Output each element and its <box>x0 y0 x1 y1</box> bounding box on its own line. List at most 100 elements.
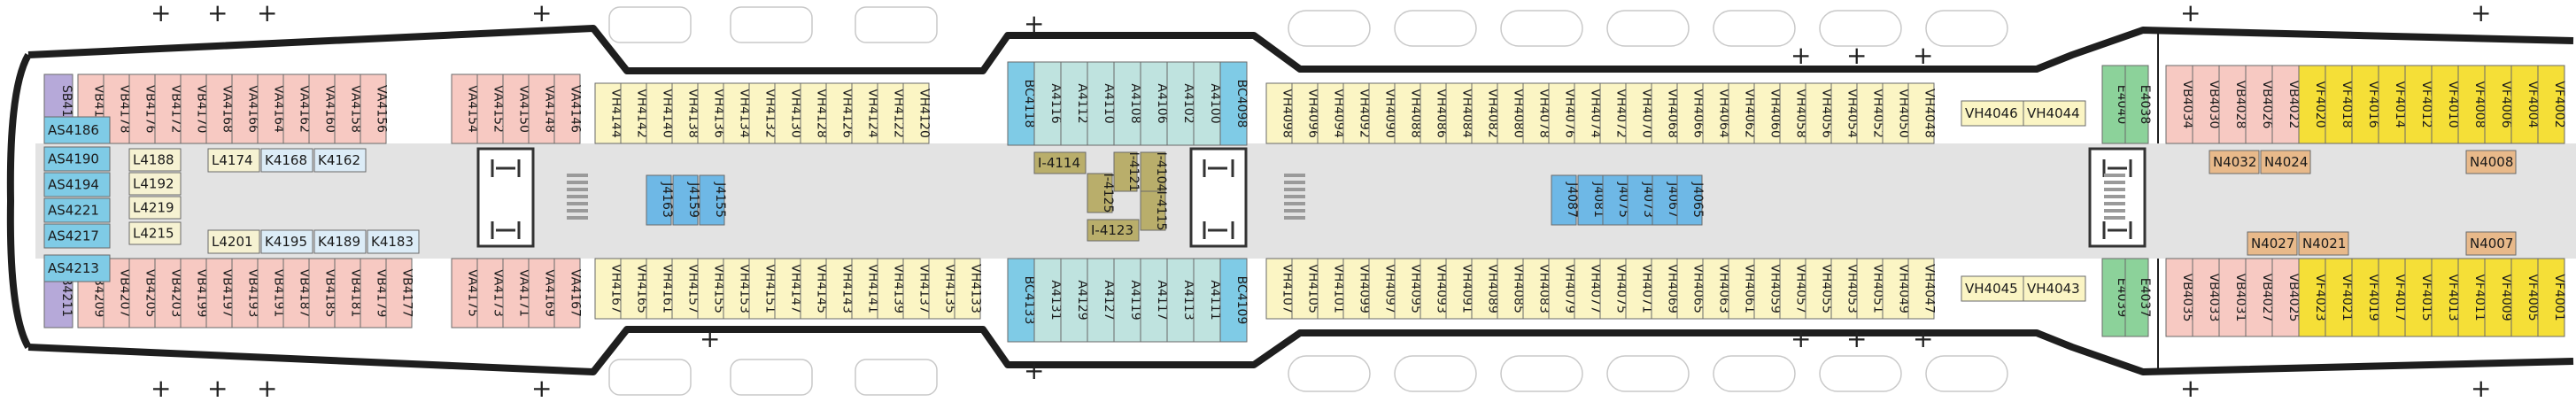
cabin-j4155[interactable]: J4155 <box>699 174 727 226</box>
cabin-box[interactable] <box>205 73 233 144</box>
cabin-as4217[interactable]: AS4217 <box>43 223 111 249</box>
cabin-vb4025[interactable]: VB4025 <box>2271 258 2301 337</box>
cabin-box[interactable] <box>231 258 259 329</box>
cabin-vf4006[interactable]: VF4006 <box>2484 65 2513 144</box>
cabin-vh4051[interactable]: VH4051 <box>1856 258 1885 320</box>
cabin-as4190[interactable]: AS4190 <box>43 146 111 172</box>
cabin-box[interactable] <box>43 197 111 223</box>
cabin-j4159[interactable]: J4159 <box>672 174 700 226</box>
cabin-va4160[interactable]: VA4160 <box>308 73 337 144</box>
cabin-box[interactable] <box>2484 258 2512 337</box>
cabin-box[interactable] <box>2465 231 2517 256</box>
cabin-vh4099[interactable]: VH4099 <box>1342 258 1372 320</box>
cabin-box[interactable] <box>1087 173 1113 213</box>
cabin-vf4012[interactable]: VF4012 <box>2404 65 2433 144</box>
cabin-vf4010[interactable]: VF4010 <box>2431 65 2460 144</box>
cabin-vh4122[interactable]: VH4122 <box>877 82 906 144</box>
cabin-box[interactable] <box>1753 82 1781 144</box>
cabin-box[interactable] <box>1394 82 1421 144</box>
cabin-vh4048[interactable]: VH4048 <box>1907 82 1937 144</box>
cabin-vh4064[interactable]: VH4064 <box>1702 82 1731 144</box>
cabin-a4108[interactable]: A4108 <box>1113 61 1142 146</box>
cabin-vf4018[interactable]: VF4018 <box>2325 65 2354 144</box>
cabin-vh4078[interactable]: VH4078 <box>1522 82 1551 144</box>
cabin-vh4132[interactable]: VH4132 <box>748 82 777 144</box>
cabin-vh4137[interactable]: VH4137 <box>902 258 932 320</box>
cabin-box[interactable] <box>553 258 581 329</box>
cabin-vf4015[interactable]: VF4015 <box>2404 258 2433 337</box>
cabin-box[interactable] <box>699 174 725 226</box>
cabin-vf4004[interactable]: VF4004 <box>2510 65 2540 144</box>
cabin-vh4075[interactable]: VH4075 <box>1599 258 1628 320</box>
cabin-vh4155[interactable]: VH4155 <box>697 258 726 320</box>
cabin-box[interactable] <box>697 82 724 144</box>
cabin-box[interactable] <box>1728 82 1755 144</box>
cabin-vh4097[interactable]: VH4097 <box>1368 258 1397 320</box>
cabin-box[interactable] <box>594 82 622 144</box>
cabin-box[interactable] <box>825 258 853 320</box>
cabin-n4007[interactable]: N4007 <box>2465 231 2517 256</box>
cabin-box[interactable] <box>1420 258 1447 320</box>
cabin-vh4047[interactable]: VH4047 <box>1907 258 1937 320</box>
cabin-l4201[interactable]: L4201 <box>207 229 260 254</box>
cabin-box[interactable] <box>257 73 284 144</box>
cabin-box[interactable] <box>207 148 260 173</box>
cabin-box[interactable] <box>1140 151 1166 192</box>
cabin-box[interactable] <box>1087 219 1140 242</box>
cabin-box[interactable] <box>313 229 367 254</box>
cabin-a4116[interactable]: A4116 <box>1033 61 1063 146</box>
cabin-box[interactable] <box>1113 151 1138 192</box>
cabin-vh4088[interactable]: VH4088 <box>1394 82 1423 144</box>
cabin-box[interactable] <box>2218 258 2247 337</box>
cabin-l4215[interactable]: L4215 <box>128 221 182 245</box>
cabin-i-4123[interactable]: I-4123 <box>1087 219 1140 242</box>
cabin-box[interactable] <box>1805 258 1832 320</box>
cabin-box[interactable] <box>1087 61 1115 146</box>
cabin-box[interactable] <box>207 229 260 254</box>
cabin-j4163[interactable]: J4163 <box>646 174 674 226</box>
cabin-box[interactable] <box>180 73 207 144</box>
cabin-box[interactable] <box>2192 65 2220 144</box>
cabin-vh4070[interactable]: VH4070 <box>1625 82 1654 144</box>
cabin-box[interactable] <box>308 258 336 329</box>
cabin-box[interactable] <box>451 73 478 144</box>
cabin-vh4138[interactable]: VH4138 <box>671 82 700 144</box>
cabin-a4117[interactable]: A4117 <box>1140 258 1169 343</box>
cabin-box[interactable] <box>594 258 622 320</box>
cabin-vh4084[interactable]: VH4084 <box>1445 82 1474 144</box>
cabin-vh4101[interactable]: VH4101 <box>1317 258 1346 320</box>
cabin-box[interactable] <box>851 258 878 320</box>
cabin-box[interactable] <box>1113 61 1141 146</box>
cabin-box[interactable] <box>1060 61 1088 146</box>
cabin-box[interactable] <box>2124 258 2149 337</box>
cabin-vh4090[interactable]: VH4090 <box>1368 82 1397 144</box>
cabin-vh4043[interactable]: VH4043 <box>2023 275 2086 302</box>
cabin-box[interactable] <box>1702 82 1729 144</box>
cabin-vb4179[interactable]: VB4179 <box>360 258 389 329</box>
cabin-vf4013[interactable]: VF4013 <box>2431 258 2460 337</box>
cabin-box[interactable] <box>1961 275 2024 302</box>
cabin-box[interactable] <box>154 73 182 144</box>
cabin-box[interactable] <box>385 258 413 329</box>
cabin-box[interactable] <box>1317 258 1344 320</box>
cabin-vh4079[interactable]: VH4079 <box>1548 258 1577 320</box>
cabin-box[interactable] <box>1445 82 1473 144</box>
cabin-j4075[interactable]: J4075 <box>1602 174 1630 226</box>
cabin-box[interactable] <box>1166 61 1195 146</box>
cabin-a4131[interactable]: A4131 <box>1033 258 1063 343</box>
cabin-i-4104[interactable]: I-4104 <box>1140 151 1168 192</box>
cabin-vf4002[interactable]: VF4002 <box>2537 65 2566 144</box>
cabin-box[interactable] <box>2209 150 2260 174</box>
cabin-box[interactable] <box>476 258 504 329</box>
cabin-va4175[interactable]: VA4175 <box>451 258 480 329</box>
cabin-box[interactable] <box>1140 61 1168 146</box>
cabin-vh4054[interactable]: VH4054 <box>1830 82 1860 144</box>
cabin-box[interactable] <box>646 82 673 144</box>
cabin-box[interactable] <box>2298 231 2349 256</box>
cabin-vh4093[interactable]: VH4093 <box>1420 258 1449 320</box>
cabin-box[interactable] <box>774 82 801 144</box>
cabin-box[interactable] <box>1007 61 1035 146</box>
cabin-box[interactable] <box>2247 231 2298 256</box>
cabin-vh4065[interactable]: VH4065 <box>1676 258 1706 320</box>
cabin-vb4185[interactable]: VB4185 <box>308 258 337 329</box>
